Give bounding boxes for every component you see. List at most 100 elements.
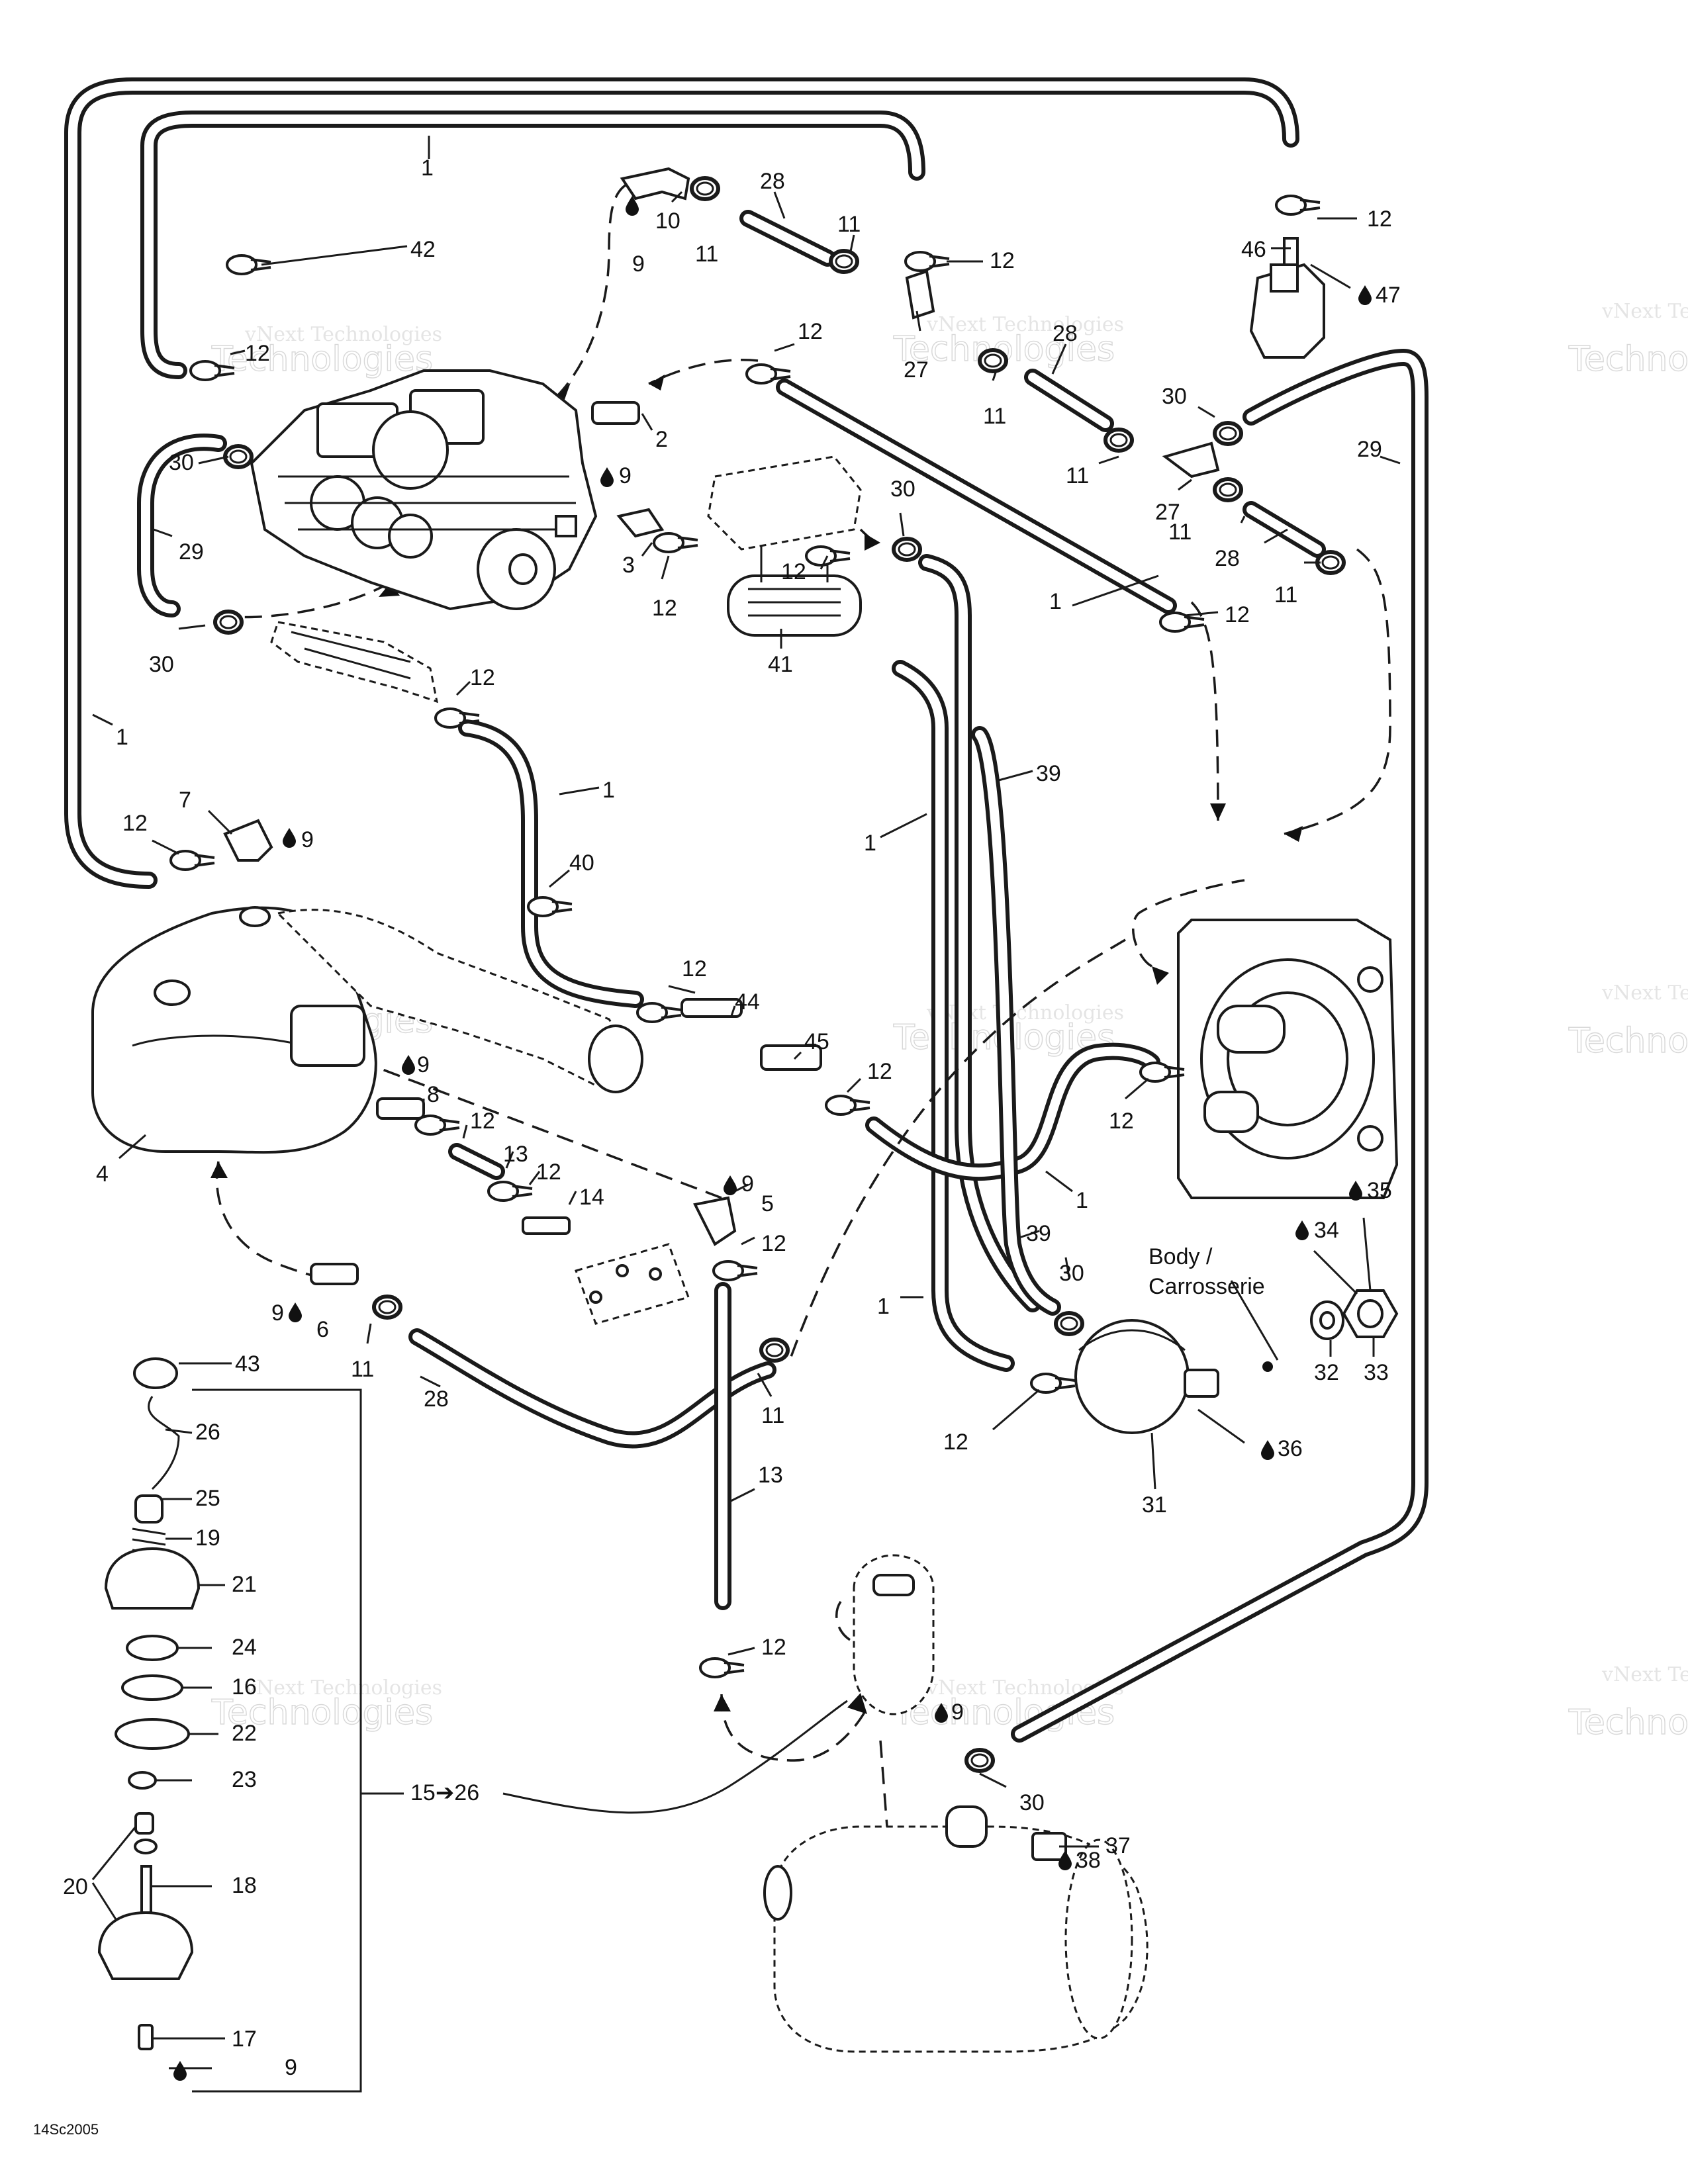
fittings-group <box>223 167 1220 1861</box>
callout-28: 28 <box>1053 321 1078 346</box>
clamp-40 <box>527 896 573 917</box>
callout-39: 39 <box>1026 1221 1051 1246</box>
sealant-drop-icon <box>724 1175 737 1195</box>
callout-6: 6 <box>316 1317 329 1342</box>
part-45-fitting <box>760 1044 822 1071</box>
clamp-12 <box>414 1115 461 1136</box>
callout-19: 19 <box>195 1525 220 1551</box>
callout-14: 14 <box>579 1185 604 1210</box>
callout-7: 7 <box>179 788 191 813</box>
callout-33: 33 <box>1364 1360 1389 1385</box>
callout-42: 42 <box>410 237 436 262</box>
callout-12: 12 <box>798 319 823 344</box>
part-27-tee-top <box>905 269 935 320</box>
body-label: Body / <box>1149 1244 1213 1269</box>
watermark-text: Technologies <box>1568 1703 1688 1743</box>
callout-11: 11 <box>1274 582 1297 608</box>
thermostat-stack <box>97 1357 201 2050</box>
callout-30: 30 <box>890 477 915 502</box>
hose-28-top <box>739 210 836 267</box>
clamp-12 <box>825 1095 871 1116</box>
callout-9: 9 <box>285 2055 297 2080</box>
callout-9: 9 <box>619 463 632 488</box>
callout-11: 11 <box>761 1403 784 1428</box>
mounting-bracket <box>575 1243 690 1325</box>
hose-28-bottom <box>408 1328 776 1449</box>
callout-9: 9 <box>741 1171 754 1197</box>
callout-12: 12 <box>990 248 1015 273</box>
callout-15-26: 15➔26 <box>410 1780 479 1805</box>
callout-47: 47 <box>1376 283 1401 308</box>
callout-11: 11 <box>983 404 1006 429</box>
clamp-12 <box>699 1657 745 1678</box>
callout-5: 5 <box>761 1191 774 1216</box>
part-22-gasket <box>115 1718 190 1750</box>
watermark-text: Technologies <box>211 340 433 379</box>
callout-30: 30 <box>1059 1261 1084 1286</box>
hose-1-exchanger <box>458 719 644 1008</box>
clamp-12 <box>1275 195 1321 216</box>
callout-3: 3 <box>622 553 635 578</box>
part-19-spring <box>132 1527 166 1567</box>
clamp-30 <box>225 446 252 467</box>
callout-38: 38 <box>1076 1848 1101 1873</box>
part-20-housing <box>97 1911 194 1980</box>
hoses-group <box>64 77 1429 1743</box>
callout-12: 12 <box>761 1635 786 1660</box>
clamp-12 <box>636 1002 682 1023</box>
callout-9: 9 <box>951 1700 964 1725</box>
clamp-11 <box>1317 552 1344 573</box>
callout-9: 9 <box>417 1052 430 1077</box>
clamp-11 <box>980 350 1006 371</box>
hose-1-wave <box>865 1042 1160 1181</box>
part-24-nut <box>126 1635 179 1661</box>
part-23-ring <box>128 1771 157 1790</box>
callout-39: 39 <box>1036 761 1061 786</box>
part-2-fitting <box>591 401 640 425</box>
callout-17: 17 <box>232 2026 257 2052</box>
callout-31: 31 <box>1142 1492 1167 1518</box>
callout-29: 29 <box>179 539 204 565</box>
callout-12: 12 <box>652 596 677 621</box>
clamp-11 <box>1105 430 1132 451</box>
clamp-11 <box>374 1297 400 1318</box>
callout-45: 45 <box>804 1029 829 1054</box>
part-21-cover <box>104 1547 201 1610</box>
callout-11: 11 <box>837 212 861 237</box>
callout-8: 8 <box>427 1082 440 1107</box>
callout-12: 12 <box>245 341 270 366</box>
watermark-text: vNext Technologies <box>926 313 1124 336</box>
callout-1: 1 <box>877 1294 890 1319</box>
hose-13-short <box>448 1143 505 1180</box>
callout-12: 12 <box>470 1109 495 1134</box>
callout-25: 25 <box>195 1486 220 1511</box>
callout-29: 29 <box>1357 437 1382 462</box>
sealant-drop-icon <box>289 1302 302 1322</box>
clamp-12 <box>1159 612 1205 633</box>
diagram-code: 14Sc2005 <box>33 2121 99 2138</box>
part-20b <box>134 1839 158 1854</box>
part-32-washer <box>1310 1300 1344 1340</box>
clamp-11 <box>1215 479 1241 500</box>
body-ground-point <box>1262 1361 1273 1372</box>
callout-9: 9 <box>301 827 314 852</box>
clamp-30 <box>215 612 242 633</box>
callout-30: 30 <box>1162 384 1187 409</box>
sealant-drop-icon <box>1261 1440 1274 1460</box>
watermark-text: vNext Technologies <box>1601 1663 1688 1686</box>
hose-1-vertical <box>892 660 1015 1372</box>
callout-12: 12 <box>781 559 806 584</box>
clamp-30 <box>894 539 920 560</box>
hose-inner-loop <box>140 111 925 379</box>
callout-46: 46 <box>1241 237 1266 262</box>
part-5-elbow <box>693 1196 737 1246</box>
hose-29-right <box>1011 349 1429 1743</box>
callout-28: 28 <box>1215 546 1240 571</box>
part-25-plug <box>134 1494 164 1524</box>
hose-outer-loop <box>64 77 1299 889</box>
callout-12: 12 <box>470 665 495 690</box>
valve-cover-top <box>707 455 862 551</box>
callout-12: 12 <box>761 1231 786 1256</box>
callout-35: 35 <box>1367 1178 1392 1203</box>
callout-27: 27 <box>904 357 929 383</box>
